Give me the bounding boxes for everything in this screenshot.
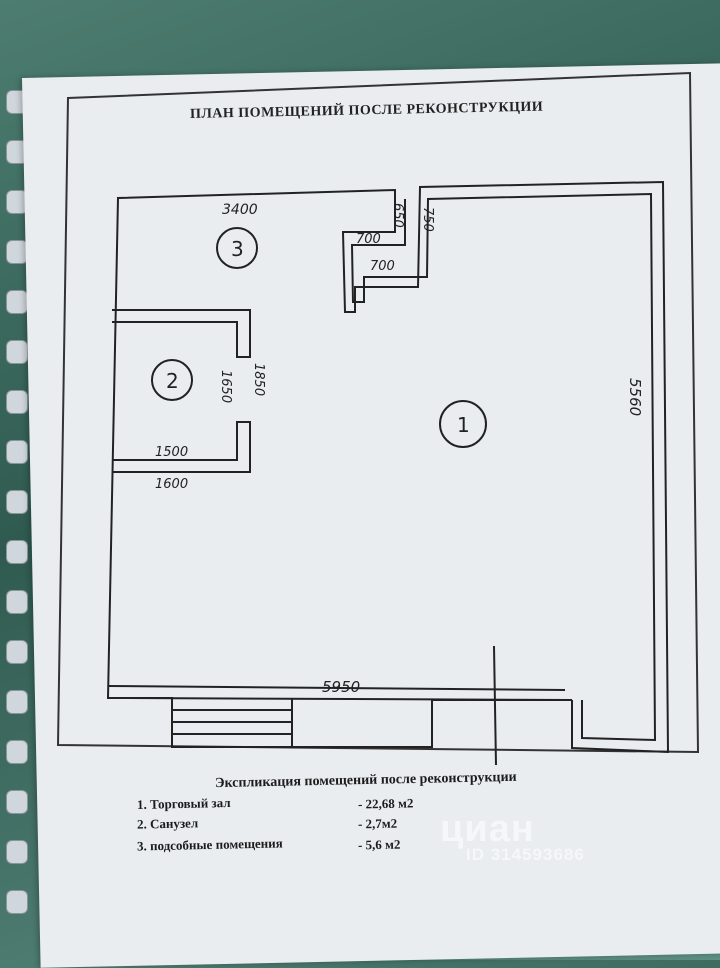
dim-bath-outer-width: 1600 bbox=[155, 477, 188, 492]
explication-name: 1. Торговый зал bbox=[136, 795, 231, 812]
explication-name: 3. подсобные помещения bbox=[136, 835, 283, 854]
room-1-circle bbox=[439, 400, 487, 448]
explication-area: - 22,68 м2 bbox=[357, 795, 414, 812]
dim-bath-inner-width: 1500 bbox=[155, 445, 188, 460]
explication-row-1: 1. Торговый зал bbox=[137, 795, 231, 813]
explication-name: 2. Санузел bbox=[136, 815, 199, 832]
outer-walls bbox=[106, 180, 670, 754]
dim-notch-step-lower: 700 bbox=[370, 259, 395, 274]
door-line bbox=[493, 645, 497, 766]
explication-row-3: 3. подсобные помещения bbox=[137, 835, 283, 854]
entrance-steps bbox=[172, 698, 293, 747]
dim-top-notch-large: 750 bbox=[420, 207, 435, 232]
watermark-logo: циан bbox=[440, 808, 535, 850]
dim-bath-outer-height: 1850 bbox=[251, 363, 266, 396]
dim-bath-inner-height: 1650 bbox=[218, 370, 233, 403]
explication-area-1: - 22,68 м2 bbox=[358, 795, 414, 812]
dim-right-height: 5560 bbox=[626, 378, 644, 416]
explication-area: - 2,7м2 bbox=[357, 815, 398, 832]
explication-area-3: - 5,6 м2 bbox=[358, 837, 401, 854]
explication-row-2: 2. Санузел bbox=[137, 815, 198, 832]
room-label-1: 1 bbox=[457, 413, 470, 437]
room-label-2: 2 bbox=[166, 369, 179, 393]
cian-watermark: циан ID 314593686 bbox=[440, 808, 585, 865]
explication-area-2: - 2,7м2 bbox=[358, 816, 398, 833]
watermark-id: ID 314593686 bbox=[466, 845, 585, 864]
dim-top-left-width: 3400 bbox=[222, 202, 258, 218]
room-label-3: 3 bbox=[231, 237, 244, 261]
room-3-circle bbox=[216, 227, 258, 269]
dim-notch-step-upper: 700 bbox=[356, 232, 381, 247]
dim-bottom-width: 5950 bbox=[322, 678, 360, 696]
bathroom-walls bbox=[112, 309, 251, 473]
explication-area: - 5,6 м2 bbox=[357, 836, 401, 853]
outer-frame bbox=[56, 71, 700, 754]
dim-top-notch-small: 650 bbox=[390, 203, 405, 228]
room-2-circle bbox=[151, 359, 193, 401]
